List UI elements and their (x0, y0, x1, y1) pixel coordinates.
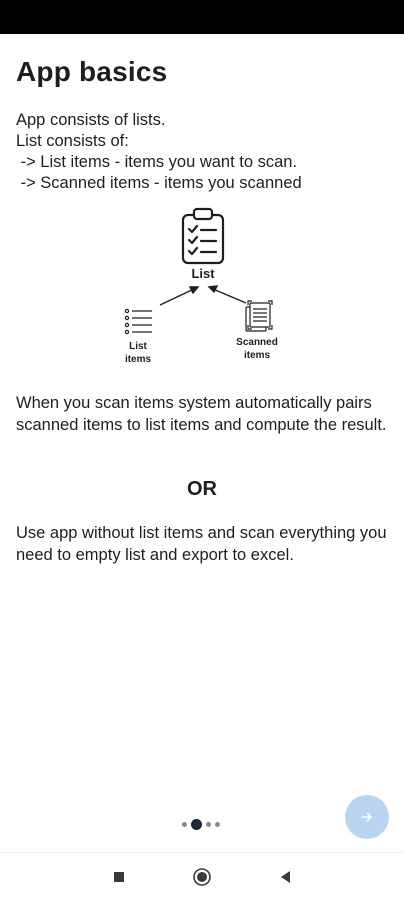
arrow-icon (159, 286, 200, 306)
arrow-right-icon (361, 812, 372, 822)
recents-button[interactable] (109, 867, 129, 887)
intro-line: -> List items - items you want to scan. (16, 153, 298, 171)
page-indicator (182, 818, 220, 830)
next-button[interactable] (345, 795, 389, 839)
page-title: App basics (16, 56, 168, 87)
or-separator: OR (187, 478, 217, 500)
page-dot-active (191, 818, 202, 830)
arrow-icon (207, 285, 247, 304)
intro-text: App consists of lists. List consists of:… (16, 110, 396, 194)
intro-line: -> Scanned items - items you scanned (16, 174, 302, 192)
app-structure-diagram: List List items Scanned items (124, 207, 278, 365)
diagram-scanned-items-label: items (244, 350, 271, 361)
clipboard-checklist-icon (181, 207, 225, 265)
back-triangle-icon (281, 871, 290, 883)
description-paragraph: Use app without list items and scan ever… (16, 524, 387, 564)
intro-line: List consists of: (16, 132, 129, 150)
home-circle-icon (193, 868, 211, 886)
bulleted-list-icon (124, 308, 152, 335)
intro-line: App consists of lists. (16, 111, 166, 129)
page-dot (206, 821, 211, 827)
description-paragraph: When you scan items system automatically… (16, 394, 387, 434)
scanned-document-icon (245, 300, 273, 332)
recents-square-icon (114, 872, 124, 882)
diagram-scanned-items-label: Scanned (236, 337, 278, 348)
home-button[interactable] (192, 867, 212, 887)
diagram-list-label: List (191, 266, 215, 281)
back-button[interactable] (276, 867, 296, 887)
system-navigation-bar (0, 852, 404, 901)
diagram-list-items-label: items (125, 354, 152, 365)
page-dot (215, 821, 220, 827)
diagram-list-items-label: List (129, 341, 147, 352)
status-bar (0, 0, 404, 34)
page-dot (182, 821, 187, 827)
